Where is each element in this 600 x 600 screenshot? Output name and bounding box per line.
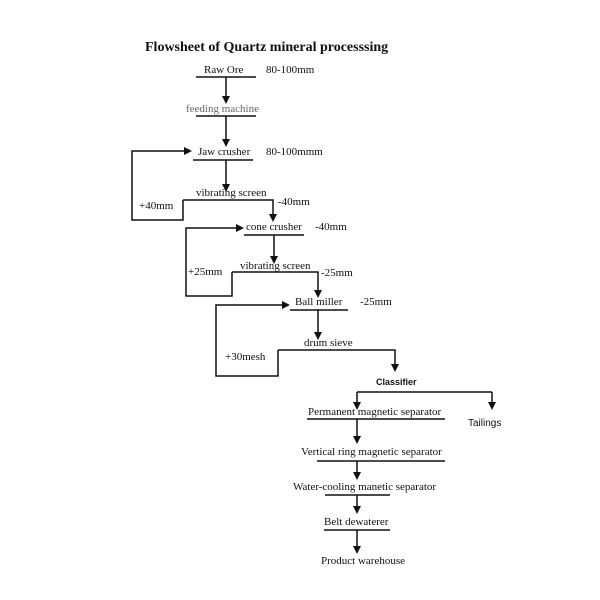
- node-permanent-magnetic-separator: Permanent magnetic separator: [308, 406, 442, 418]
- drum-undersize-arrow: [278, 349, 399, 372]
- jaw-crusher-size: 80-100mmm: [266, 146, 323, 158]
- node-water-cooling-magnetic-separator: Water-cooling manetic separator: [293, 481, 437, 493]
- node-belt-dewaterer: Belt dewaterer: [324, 516, 389, 528]
- screen1-oversize-label: +40mm: [139, 200, 174, 212]
- diagram-title: Flowsheet of Quartz mineral processsing: [145, 40, 389, 55]
- node-jaw-crusher: Jaw crusher: [198, 146, 251, 158]
- drum-oversize-loop: [215, 301, 290, 377]
- screen2-oversize-label: +25mm: [188, 266, 223, 278]
- node-vibrating-screen-2: vibrating screen: [240, 260, 311, 272]
- screen2-oversize-loop: [185, 224, 244, 297]
- screen1-undersize-label: -40mm: [278, 196, 310, 208]
- node-product-warehouse: Product warehouse: [321, 555, 406, 567]
- node-raw-ore: Raw Ore: [204, 64, 244, 76]
- screen2-undersize-arrow: [232, 271, 322, 298]
- node-vibrating-screen-1: vibrating screen: [196, 187, 267, 199]
- screen2-undersize-label: -25mm: [321, 267, 353, 279]
- node-vertical-ring-magnetic-separator: Vertical ring magnetic separator: [301, 446, 442, 458]
- screen1-undersize-arrow: [183, 199, 277, 222]
- node-feeding-machine: feeding machine: [186, 103, 259, 115]
- drum-oversize-label: +30mesh: [225, 351, 266, 363]
- node-tailings: Tailings: [468, 418, 502, 429]
- ball-miller-size: -25mm: [360, 296, 392, 308]
- node-cone-crusher: cone crusher: [246, 221, 302, 233]
- raw-ore-size: 80-100mm: [266, 64, 315, 76]
- node-drum-sieve: drum sieve: [304, 337, 353, 349]
- node-ball-miller: Ball miller: [295, 296, 343, 308]
- node-classifier: Classifier: [376, 377, 417, 387]
- cone-crusher-size: -40mm: [315, 221, 347, 233]
- screen1-oversize-loop: [131, 147, 192, 221]
